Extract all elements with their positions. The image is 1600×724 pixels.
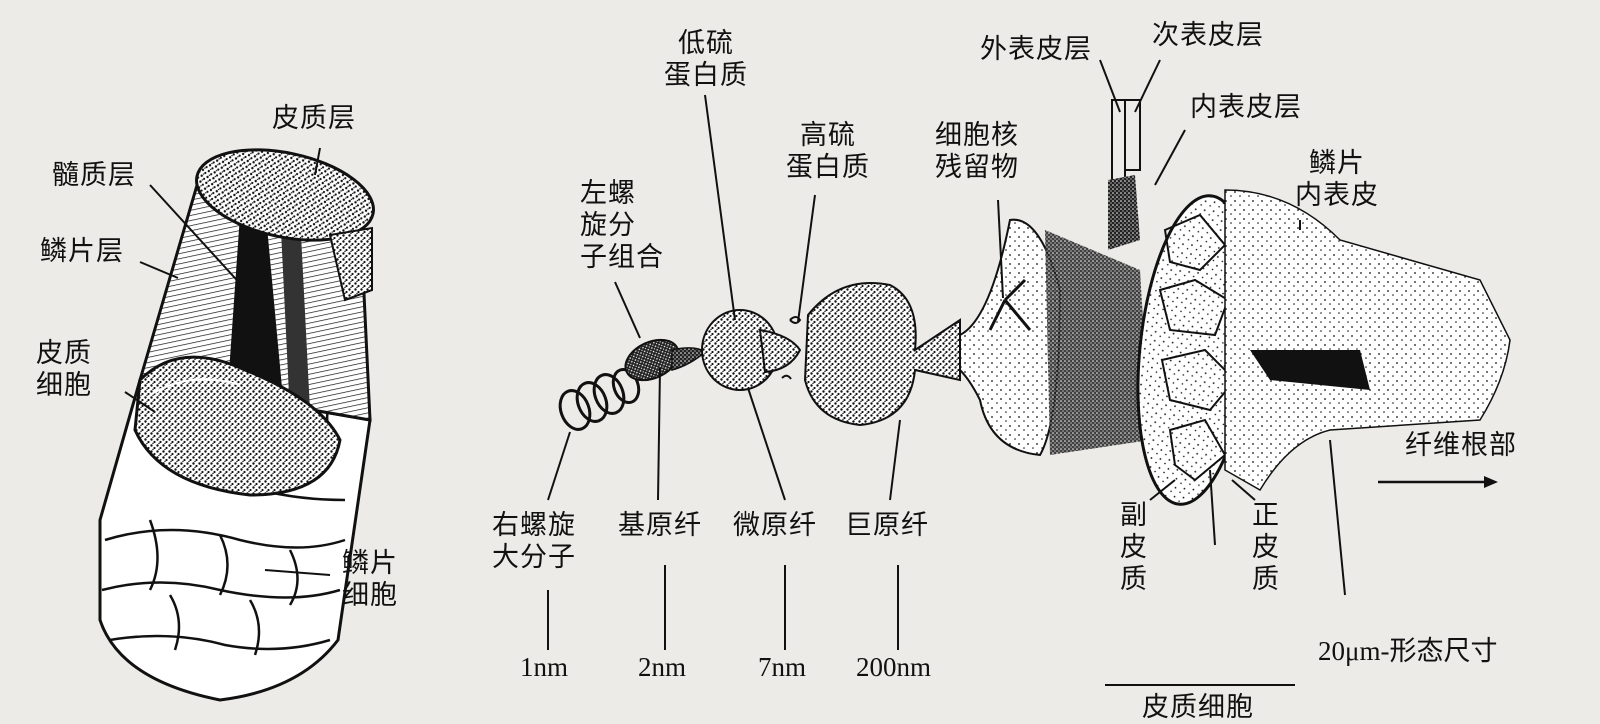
exocuticle-label: 外表皮层: [980, 34, 1092, 65]
scale-2nm: 2nm: [638, 652, 687, 682]
cortex-cell-label: 皮质 细胞: [36, 338, 92, 401]
scale-20um-morphology: 20μm-形态尺寸: [1318, 636, 1498, 666]
endocuticle-label: 内表皮层: [1190, 92, 1302, 123]
cortex-cross-section: [133, 355, 342, 497]
nucleus-remnant-label: 细胞核 残留物: [935, 120, 1019, 183]
helix-coil: [558, 368, 641, 431]
cell-cone: [959, 218, 1062, 457]
low-sulfur-protein-label: 低硫 蛋白质: [664, 28, 748, 91]
cortical-cell-label: 皮质细胞: [1142, 692, 1254, 723]
cuticle-layer-label: 鳞片层: [40, 236, 124, 267]
macrofibril-blob: [803, 282, 961, 427]
scale-1nm: 1nm: [520, 652, 569, 682]
microfibril-label: 微原纤: [733, 510, 817, 541]
cylinder-top-cap: [195, 148, 375, 242]
epicuticle-label: 次表皮层: [1152, 20, 1264, 51]
orthocortex-label: 正 皮 质: [1252, 500, 1280, 595]
protofibril-label: 基原纤: [618, 510, 702, 541]
cuticle-endocuticle-label: 鳞片 内表皮: [1295, 148, 1379, 211]
mid-leader-lines: [547, 59, 1346, 686]
scale-200nm: 200nm: [856, 652, 932, 682]
fibril-hierarchy: [558, 99, 1511, 506]
medulla-layer-label: 髓质层: [52, 160, 136, 191]
cortex-layer-label: 皮质层: [272, 103, 356, 134]
left-leader-lines: [124, 147, 331, 576]
right-helix-macromolecule-label: 右螺旋 大分子: [492, 510, 576, 573]
cuticle-block: [1224, 189, 1511, 492]
macrofibril-label: 巨原纤: [845, 510, 929, 541]
fiber-cylinder: [98, 148, 375, 702]
cell-polygons: [1158, 213, 1237, 482]
paracortex-label: 副 皮 质: [1120, 500, 1148, 595]
fiber-root-label: 纤维根部: [1405, 430, 1517, 461]
high-sulfur-protein-label: 高硫 蛋白质: [786, 120, 870, 183]
left-helix-assembly-label: 左螺 旋分 子组合: [580, 178, 664, 273]
scale-7nm: 7nm: [758, 652, 807, 682]
cuticle-cell-label: 鳞片 细胞: [342, 548, 398, 611]
